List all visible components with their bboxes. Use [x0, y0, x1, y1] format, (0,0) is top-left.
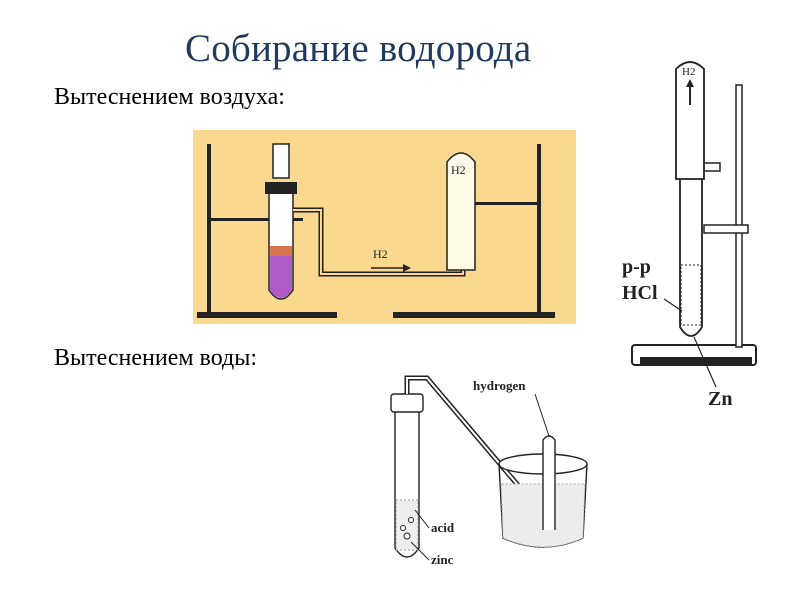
metal-pointer — [693, 336, 717, 388]
acid-pointer — [414, 509, 430, 529]
acid-solution — [680, 264, 702, 326]
metal-label: Zn — [708, 388, 732, 410]
acid-liquid — [395, 499, 419, 551]
solution-pointer — [663, 298, 683, 312]
upward-arrow-head — [686, 79, 694, 87]
hydrogen-label: hydrogen — [473, 378, 526, 393]
zinc-pointer — [410, 541, 430, 561]
collection-tube — [446, 152, 476, 271]
solution-label-1: р-р — [622, 256, 651, 278]
hydrogen-tube — [675, 61, 705, 180]
gas-label: H2 — [373, 247, 388, 261]
stand-base-right — [393, 312, 555, 318]
method-water-heading: Вытеснением воды: — [54, 345, 258, 371]
hydrogen-pointer — [534, 393, 550, 437]
stand-rod — [735, 84, 743, 348]
method-air-heading: Вытеснением воздуха: — [54, 84, 285, 110]
zinc-granule — [408, 517, 414, 523]
zinc-granule — [400, 525, 406, 531]
acid-test-tube — [679, 174, 703, 337]
slide-title: Собирание водорода — [185, 27, 532, 70]
solution-label-2: HCl — [622, 282, 658, 304]
air-displacement-diagram: H2 H2 — [193, 130, 576, 324]
stopper — [390, 393, 424, 413]
clamp-right — [455, 202, 537, 205]
zinc-granule — [403, 532, 411, 540]
hydrogen-tube — [542, 435, 556, 530]
gas-flow-arrow-head — [403, 264, 411, 272]
hydrogen-tube-label: H2 — [682, 66, 695, 78]
acid-label: acid — [431, 520, 455, 535]
clamp-upper — [703, 224, 749, 234]
stand-rod-left — [207, 144, 211, 314]
stand-base-left — [197, 312, 337, 318]
stand-rod-right — [537, 144, 541, 314]
stopper — [265, 182, 297, 194]
reaction-mixture-top — [270, 246, 292, 256]
diagram-background — [193, 130, 576, 324]
water-displacement-diagram: hydrogen acid zinc — [390, 375, 588, 567]
collection-tube-label: H2 — [451, 163, 466, 177]
zinc-label: zinc — [431, 552, 454, 567]
clamp-left — [211, 218, 303, 221]
dropping-funnel — [272, 143, 290, 179]
reaction-mixture — [270, 254, 292, 298]
stand-base-shadow — [640, 357, 752, 365]
hcl-zinc-stand-diagram: H2 р-р HCl Zn — [622, 61, 757, 410]
